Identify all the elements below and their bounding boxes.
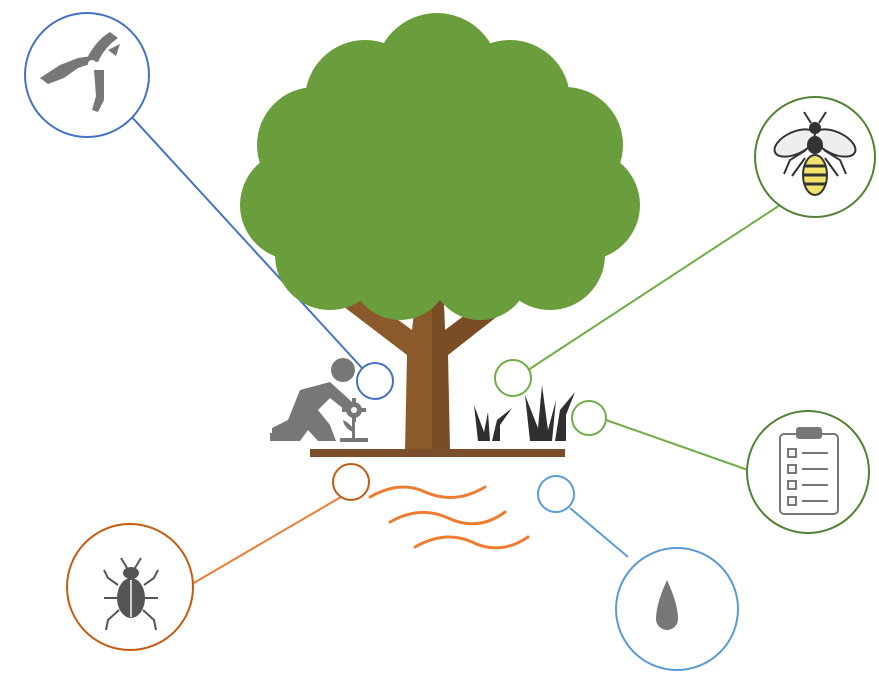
target-pollinators [494, 359, 532, 397]
pruning-shears-icon [40, 32, 120, 112]
target-inspection [571, 400, 607, 436]
callout-pests [66, 523, 194, 651]
tree-icon [240, 13, 640, 452]
ground-line [310, 449, 565, 457]
gardener-kneeling-icon [270, 358, 355, 441]
connector-pests [191, 493, 347, 585]
connector-inspection [605, 419, 749, 471]
callout-targets [332, 359, 607, 513]
grass-icon [474, 385, 575, 441]
connector-pruning [129, 114, 363, 369]
callout-inspection [746, 410, 870, 534]
tree-foliage [240, 13, 640, 320]
target-watering [537, 475, 575, 513]
checklist-clipboard-icon [779, 427, 839, 515]
callout-pruning [24, 12, 150, 138]
soil-water-waves [368, 485, 530, 550]
bee-icon [773, 111, 857, 196]
target-pests [332, 463, 370, 501]
callout-watering [615, 547, 739, 671]
connector-pollinators [524, 204, 781, 373]
callout-pollinators [754, 96, 876, 218]
water-drop-icon [656, 580, 678, 630]
connector-lines [129, 114, 781, 585]
beetle-icon [103, 557, 159, 631]
target-pruning [356, 362, 394, 400]
flower-gear-icon [340, 398, 368, 442]
connector-watering [569, 507, 629, 558]
